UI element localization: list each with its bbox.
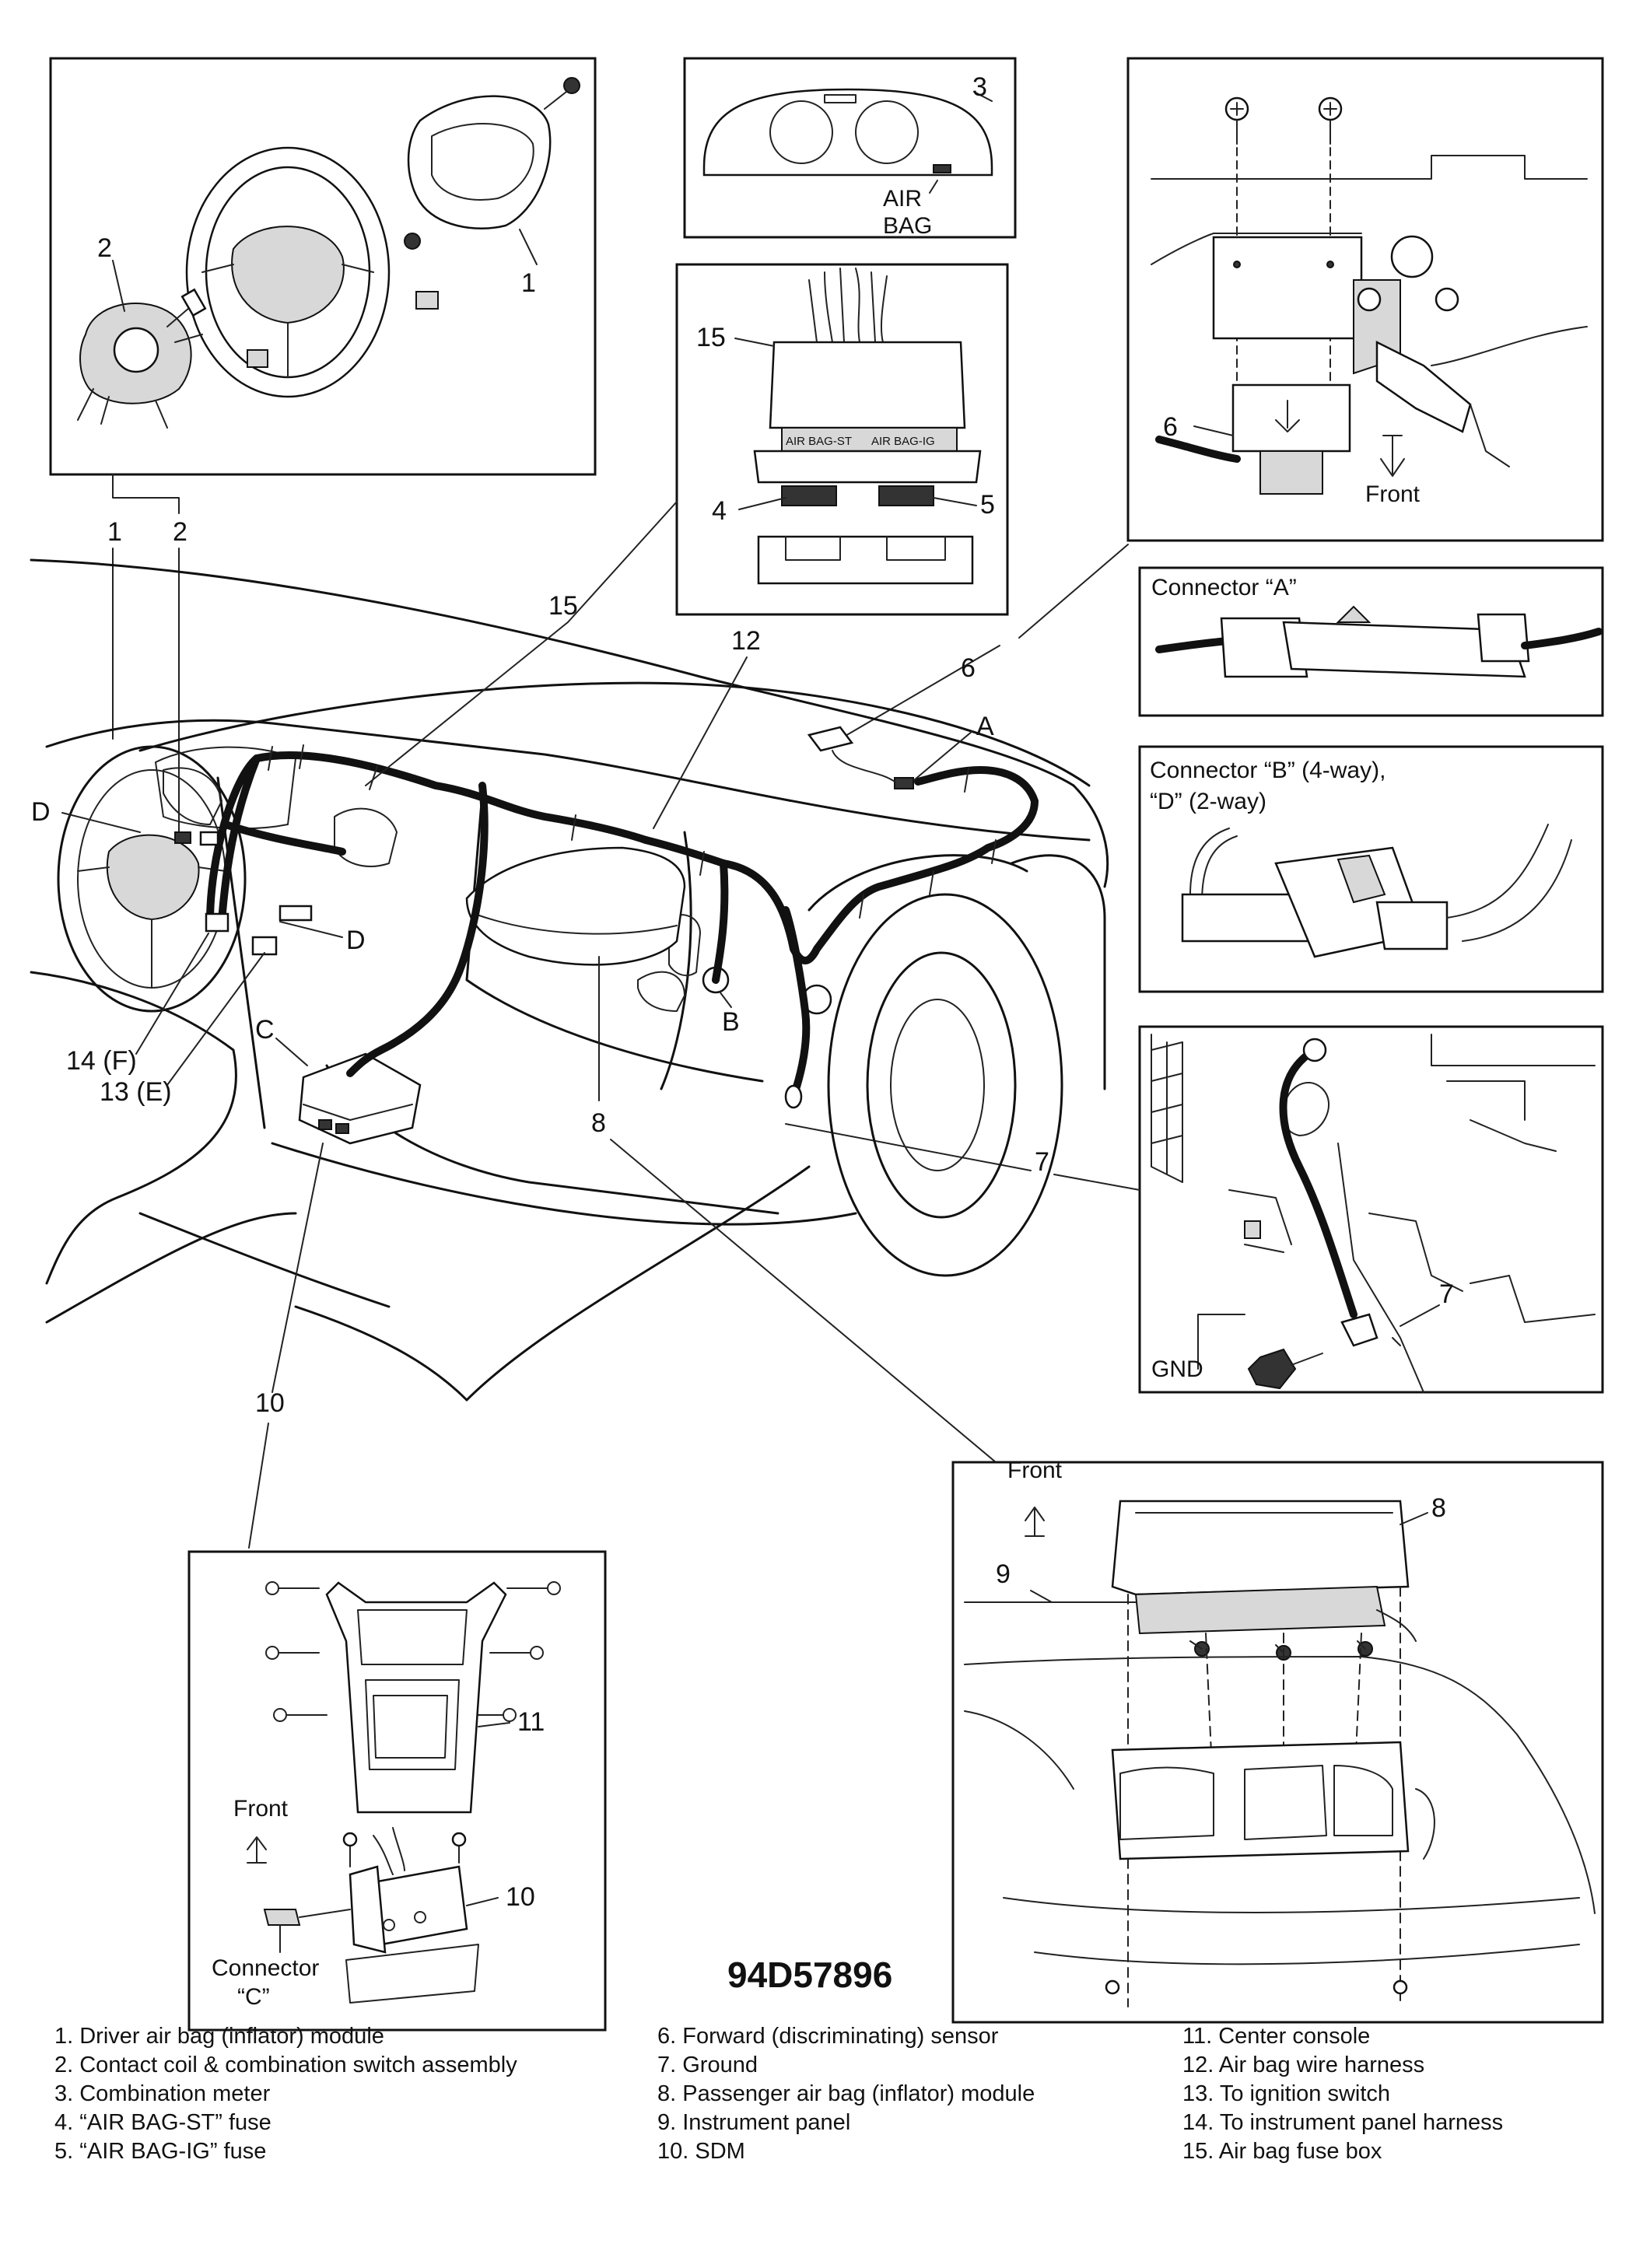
legend-item: 10. SDM <box>657 2139 745 2164</box>
label-bag: BAG <box>883 213 932 239</box>
legend-item: 4. “AIR BAG-ST” fuse <box>54 2110 271 2135</box>
callout-8-panel: 8 <box>1431 1493 1446 1523</box>
callout-11: 11 <box>517 1707 545 1737</box>
label-air: AIR <box>883 186 922 212</box>
callout-4: 4 <box>712 496 727 526</box>
legend-item: 6. Forward (discriminating) sensor <box>657 2024 999 2049</box>
callout-10: 10 <box>255 1388 285 1418</box>
legend-column-3: 11. Center console 12. Air bag wire harn… <box>1182 2022 1503 2166</box>
callout-6: 6 <box>961 653 976 683</box>
legend-item: 2. Contact coil & combination switch ass… <box>54 2053 517 2077</box>
legend-item: 11. Center console <box>1182 2024 1371 2049</box>
callout-C: C <box>255 1015 275 1045</box>
legend-item: 15. Air bag fuse box <box>1182 2139 1382 2164</box>
label-connector-a: Connector “A” <box>1151 575 1297 600</box>
fuse-label-ig: AIR BAG-IG <box>871 435 935 448</box>
fuse-label-st: AIR BAG-ST <box>786 435 852 448</box>
callout-13e: 13 (E) <box>100 1077 172 1107</box>
callout-2-bottom: 2 <box>173 517 187 547</box>
legend-item: 12. Air bag wire harness <box>1182 2053 1425 2077</box>
panel-ground: 7 GND 7 <box>785 1025 1604 1394</box>
callout-15-panel: 15 <box>696 323 726 352</box>
callout-7-panel: 7 <box>1439 1279 1454 1309</box>
label-front-console: Front <box>233 1796 289 1822</box>
legend-item: 13. To ignition switch <box>1182 2081 1391 2106</box>
callout-B: B <box>722 1007 740 1037</box>
legend-column-1: 1. Driver air bag (inflator) module 2. C… <box>54 2022 517 2166</box>
panel-steering-wheel: 1 2 1 2 <box>49 57 597 833</box>
panel-forward-sensor: Front 6 <box>839 57 1604 740</box>
callout-9: 9 <box>996 1559 1011 1589</box>
panel-combination-meter: 3 AIR BAG <box>683 57 1017 239</box>
callout-7: 7 <box>1035 1147 1049 1177</box>
label-front-airbag: Front <box>1007 1458 1063 1483</box>
parts-legend: 1. Driver air bag (inflator) module 2. C… <box>0 2022 1636 2256</box>
callout-A: A <box>976 712 994 741</box>
callout-2: 2 <box>97 233 112 263</box>
panel-passenger-airbag: Front 8 9 <box>951 1458 1604 2024</box>
callout-10-panel: 10 <box>506 1882 535 1912</box>
label-connector-bd-2: “D” (2-way) <box>1150 789 1266 814</box>
callout-5: 5 <box>980 490 995 520</box>
callout-1-bottom: 1 <box>107 517 122 547</box>
legend-item: 5. “AIR BAG-IG” fuse <box>54 2139 267 2164</box>
label-connector-c-2: “C” <box>237 1984 270 2010</box>
legend-item: 7. Ground <box>657 2053 758 2077</box>
panel-connector-bd: Connector “B” (4-way), “D” (2-way) <box>1138 745 1604 993</box>
callout-1: 1 <box>521 268 536 298</box>
diagram-id: 94D57896 <box>727 1955 892 1995</box>
label-front-sensor: Front <box>1365 481 1421 507</box>
legend-item: 3. Combination meter <box>54 2081 271 2106</box>
legend-item: 14. To instrument panel harness <box>1182 2110 1504 2135</box>
legend-item: 8. Passenger air bag (inflator) module <box>657 2081 1035 2106</box>
callout-14f: 14 (F) <box>66 1046 137 1076</box>
callout-8: 8 <box>591 1108 606 1138</box>
panel-center-console: 11 Front 10 Connector “C” <box>187 1550 607 2032</box>
callout-D-left: D <box>31 797 51 827</box>
label-connector-bd-1: Connector “B” (4-way), <box>1150 758 1386 783</box>
callout-D-right: D <box>346 926 366 955</box>
callout-12: 12 <box>731 626 761 656</box>
legend-item: 1. Driver air bag (inflator) module <box>54 2024 384 2049</box>
legend-column-2: 6. Forward (discriminating) sensor 7. Gr… <box>657 2022 1035 2166</box>
label-connector-c-1: Connector <box>212 1955 319 1981</box>
panel-fuse-box: AIR BAG-ST AIR BAG-IG 15 4 5 <box>675 263 1009 616</box>
car-dashboard-view: 15 12 6 A D D B C 8 14 (F) 13 (E) 10 <box>30 501 1109 1549</box>
callout-6-panel: 6 <box>1163 412 1178 442</box>
panel-connector-a: Connector “A” <box>1138 566 1604 717</box>
callout-3: 3 <box>972 72 987 102</box>
label-gnd: GND <box>1151 1356 1203 1382</box>
legend-item: 9. Instrument panel <box>657 2110 851 2135</box>
